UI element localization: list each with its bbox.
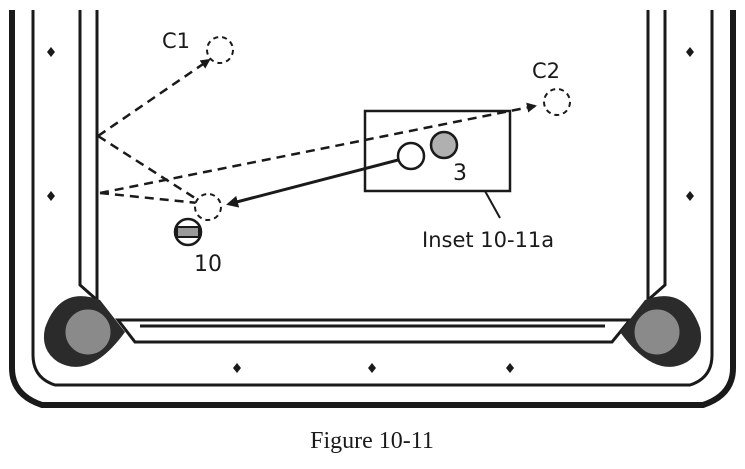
cue-ball — [396, 141, 426, 171]
diamond-right-2 — [686, 191, 694, 201]
right-cushion — [646, 10, 667, 304]
ghost-ball-c1 — [206, 36, 234, 64]
rail-diamonds — [47, 47, 694, 373]
diamond-bottom-3 — [506, 363, 514, 373]
label-ball-3: 3 — [453, 161, 467, 186]
figure-caption: Figure 10-11 — [310, 428, 434, 454]
object-ball-10 — [173, 217, 203, 247]
diamond-left-2 — [47, 191, 55, 201]
object-ball-3 — [429, 130, 459, 160]
inset-box — [363, 109, 512, 193]
label-ball-10: 10 — [194, 252, 222, 277]
diamond-bottom-2 — [368, 363, 376, 373]
diamond-left-1 — [47, 47, 55, 57]
diamond-bottom-1 — [233, 363, 241, 373]
inset-leader-line — [484, 190, 501, 219]
left-cushion — [78, 10, 99, 304]
bottom-left-pocket — [43, 296, 126, 367]
label-inset: Inset 10-11a — [422, 228, 554, 252]
bottom-right-pocket — [620, 296, 702, 367]
label-c2: C2 — [532, 59, 560, 83]
ghost-ball-contact — [194, 193, 222, 221]
bottom-cushion — [114, 318, 634, 344]
ghost-ball-c2 — [543, 88, 571, 116]
table-outer-rail — [9, 10, 736, 408]
path-to-c1 — [97, 58, 211, 138]
diamond-right-1 — [686, 47, 694, 57]
label-c1: C1 — [162, 29, 190, 53]
table-inner-rail — [31, 10, 714, 387]
cue-path-solid — [226, 158, 399, 208]
path-ghost-to-rail — [99, 191, 199, 205]
path-rail-to-ghost-upper — [97, 134, 199, 202]
dashed-paths — [97, 58, 537, 205]
